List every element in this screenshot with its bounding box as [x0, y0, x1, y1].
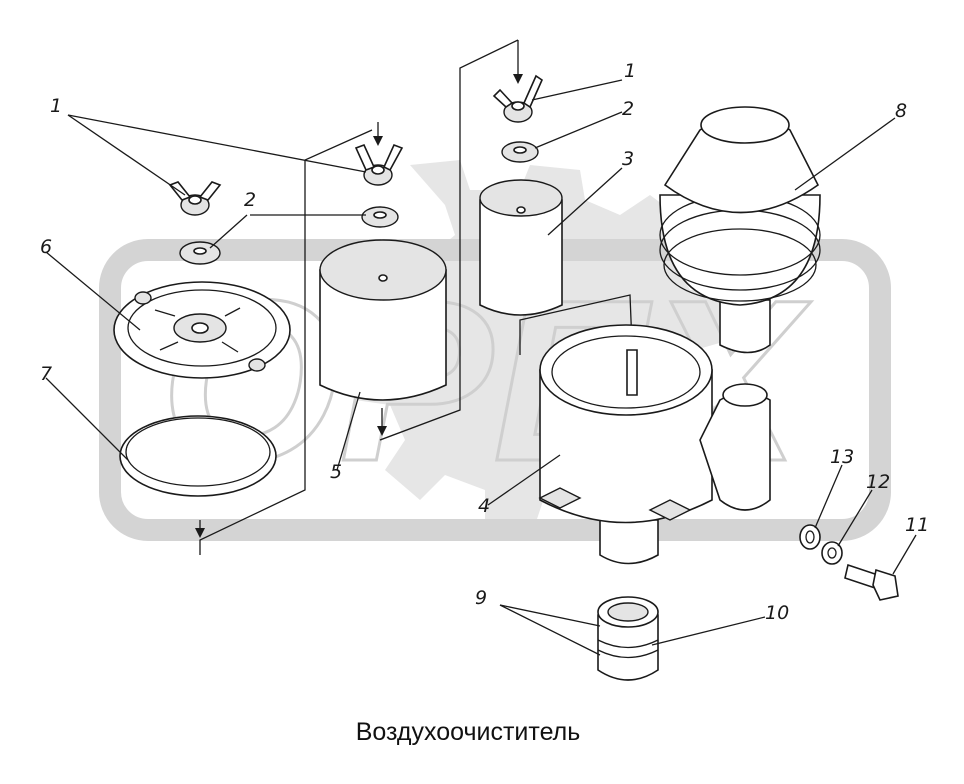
washer-right [501, 141, 539, 163]
spring-washer [799, 524, 821, 550]
label-12: 12 [866, 471, 890, 493]
label-3: 3 [622, 148, 634, 170]
label-2-right: 2 [622, 98, 634, 120]
washer-center [361, 206, 399, 228]
part-labels: 1 1 2 2 3 4 5 6 7 8 9 10 11 12 13 [40, 60, 929, 624]
precleaner [659, 106, 821, 354]
air-cleaner-housing [538, 324, 771, 565]
wing-nut-left [168, 181, 222, 216]
bolt [844, 563, 899, 601]
nut [821, 541, 843, 565]
label-6: 6 [40, 236, 52, 258]
label-9: 9 [475, 587, 487, 609]
label-1-left: 1 [50, 95, 62, 117]
filter-element-large [319, 239, 447, 401]
wing-nut-right [492, 74, 544, 123]
label-4: 4 [478, 495, 490, 517]
label-2-left: 2 [244, 189, 256, 211]
figure-caption: Воздухоочиститель [356, 718, 581, 746]
label-5: 5 [330, 461, 342, 483]
label-8: 8 [895, 100, 907, 122]
sealing-ring [119, 415, 277, 497]
assembly-lines [195, 39, 721, 555]
cover-plate [113, 281, 291, 379]
label-11: 11 [905, 514, 929, 536]
label-10: 10 [765, 602, 789, 624]
connector-pipe [597, 596, 659, 681]
filter-element-small [479, 179, 563, 316]
leader-lines [45, 79, 917, 656]
label-13: 13 [830, 446, 854, 468]
label-1-right: 1 [624, 60, 636, 82]
label-7: 7 [40, 363, 52, 385]
wing-nut-center [354, 143, 404, 186]
